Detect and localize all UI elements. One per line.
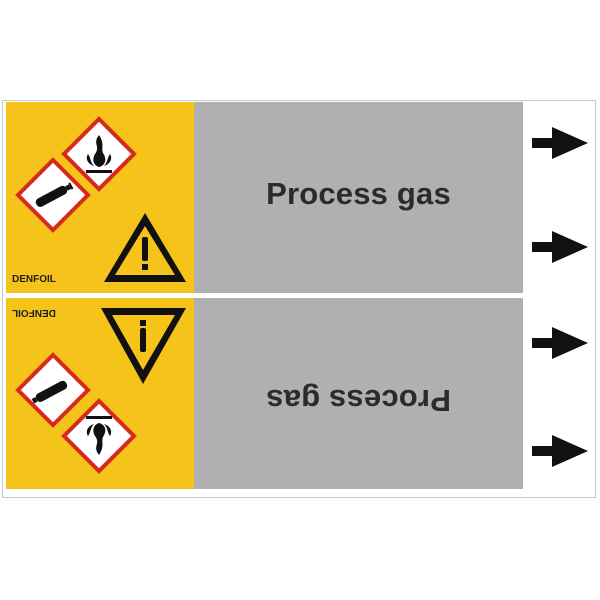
warning-triangle-icon (104, 213, 186, 282)
medium-label-panel: Process gas (194, 102, 523, 293)
flow-arrow-icon (532, 435, 588, 467)
pipe-marker-strip-bottom: DENFOIL Process gas (6, 298, 523, 489)
flow-arrow-icon (532, 327, 588, 359)
medium-label-panel: Process gas (194, 298, 523, 489)
ghs-gas-cylinder-icon (15, 352, 91, 428)
hazard-panel: DENFOIL (6, 298, 194, 489)
flow-arrow-icon (532, 231, 588, 263)
hazard-panel: DENFOIL (6, 102, 194, 293)
pipe-marker-strip-top: DENFOIL Process gas (6, 102, 523, 293)
ghs-flammable-icon (61, 116, 137, 192)
pipe-marker-sheet: DENFOIL Process gas (2, 100, 596, 498)
ghs-gas-cylinder-icon (15, 157, 91, 233)
brand-logo: DENFOIL (12, 274, 56, 285)
warning-triangle-icon (101, 308, 186, 384)
ghs-flammable-icon (61, 398, 137, 474)
medium-label: Process gas (266, 383, 451, 418)
medium-label: Process gas (266, 176, 451, 211)
brand-logo: DENFOIL (12, 307, 56, 318)
flow-arrow-icon (532, 127, 588, 159)
